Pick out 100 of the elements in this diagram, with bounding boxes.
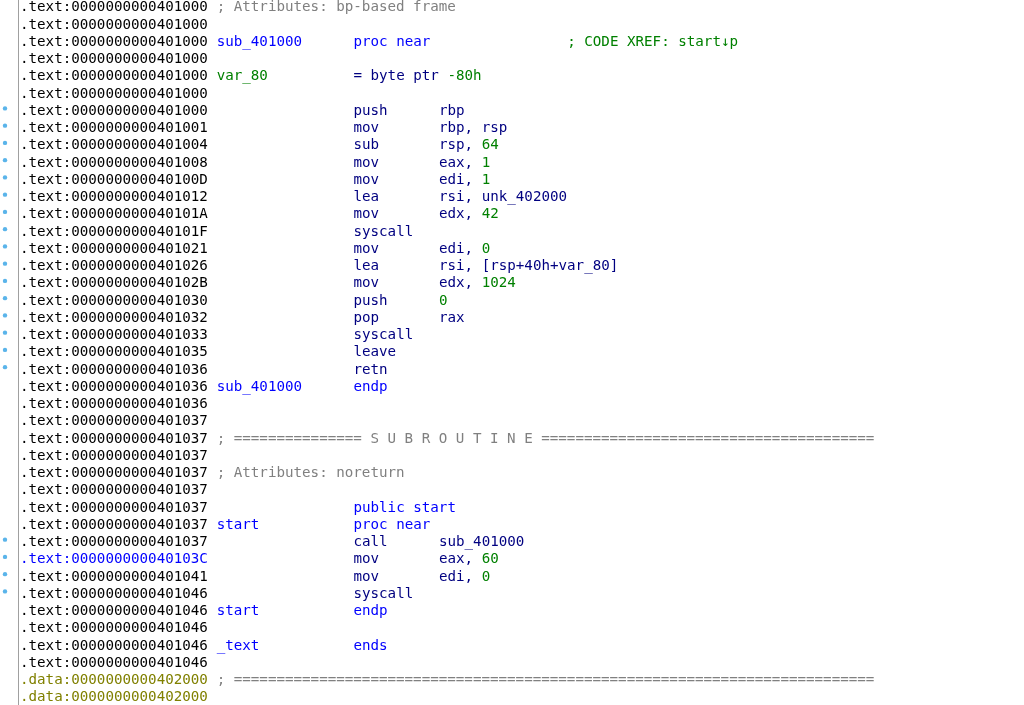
line-address: .text:0000000000401037 (20, 464, 208, 481)
comment: ; =============== S U B R O U T I N E ======================================= (216, 429, 875, 446)
line-address: .text:0000000000401008 (20, 153, 208, 170)
line-address: .text:0000000000401037 (20, 481, 208, 498)
mnemonic: retn (353, 360, 388, 377)
variable-name: var_80 (216, 67, 268, 84)
line-address: .text:0000000000401046 (20, 584, 208, 601)
number-operand: 42 (481, 205, 499, 222)
line-address: .text:0000000000401046 (20, 619, 208, 636)
line-address: .text:0000000000401000 (20, 50, 208, 67)
mnemonic: sub (353, 136, 380, 153)
mnemonic: push (353, 101, 388, 118)
number-operand: -80h (447, 67, 482, 84)
line-address: .text:0000000000401037 (20, 498, 208, 515)
operand: edi, (438, 567, 474, 584)
line-address: .text:000000000040100D (20, 170, 208, 187)
mnemonic: mov (353, 550, 380, 567)
line-address: .text:0000000000401037 (20, 515, 208, 532)
mnemonic: syscall (353, 326, 414, 343)
operand: edx, (438, 274, 474, 291)
line-address: .text:0000000000401001 (20, 119, 208, 136)
line-address: .text:0000000000401026 (20, 257, 208, 274)
mnemonic: mov (353, 153, 380, 170)
mnemonic: mov (353, 205, 380, 222)
number-operand: 0 (481, 239, 491, 256)
line-address: .text:0000000000401036 (20, 377, 208, 394)
number-operand: 60 (481, 550, 499, 567)
operand: rsi, [rsp+40h+var_80] (438, 257, 619, 274)
mnemonic: lea (353, 188, 380, 205)
directive: endp (353, 602, 388, 619)
mnemonic: mov (353, 170, 380, 187)
comment: ; Attributes: noreturn (216, 464, 405, 481)
line-address: .text:0000000000401041 (20, 567, 208, 584)
line-address: .text:0000000000401000 (20, 0, 208, 15)
number-operand: 1024 (481, 274, 516, 291)
symbol-name: start (216, 602, 260, 619)
mnemonic: pop (353, 308, 380, 325)
line-address: .text:0000000000401046 (20, 602, 208, 619)
number-operand: 0 (481, 567, 491, 584)
operand: rsp, (438, 136, 474, 153)
mnemonic: lea (353, 257, 380, 274)
operand: edi, (438, 239, 474, 256)
line-address: .text:0000000000401012 (20, 188, 208, 205)
symbol-name: _text (216, 636, 260, 653)
line-address: .text:000000000040101F (20, 222, 208, 239)
mnemonic: mov (353, 567, 380, 584)
directive: ends (353, 636, 388, 653)
line-address: .text:0000000000401036 (20, 395, 208, 412)
operand: rax (438, 308, 465, 325)
directive: public start (353, 498, 456, 515)
operand: rbp, rsp (438, 119, 508, 136)
line-address: .text:0000000000401037 (20, 446, 208, 463)
mnemonic: syscall (353, 222, 414, 239)
line-address: .text:0000000000401035 (20, 343, 208, 360)
symbol-name: sub_401000 (216, 32, 303, 49)
line-address: .text:0000000000401032 (20, 308, 208, 325)
number-operand: 64 (481, 136, 499, 153)
operand: eax, (438, 550, 474, 567)
line-address: .text:0000000000401000 (20, 32, 208, 49)
symbol-name: start (216, 515, 260, 532)
directive: proc near (353, 32, 431, 49)
line-address: .text:0000000000401037 (20, 412, 208, 429)
number-operand: 0 (438, 291, 448, 308)
line-address: .text:0000000000401033 (20, 326, 208, 343)
symbol-name: sub_401000 (216, 377, 303, 394)
operand: edx, (438, 205, 474, 222)
directive: endp (353, 377, 388, 394)
comment: ; =========================================================================== (216, 671, 875, 688)
xref-comment: ; CODE XREF: start↓p (567, 32, 739, 49)
directive: proc near (353, 515, 431, 532)
operand: eax, (438, 153, 474, 170)
line-address: .text:0000000000401037 (20, 533, 208, 550)
line-address: .text:0000000000401000 (20, 84, 208, 101)
operand: edi, (438, 170, 474, 187)
mnemonic: mov (353, 119, 380, 136)
line-address: .text:0000000000401000 (20, 101, 208, 118)
mnemonic: leave (353, 343, 397, 360)
line-address: .text:0000000000401036 (20, 360, 208, 377)
mnemonic: mov (353, 239, 380, 256)
comment: ; Attributes: bp-based frame (216, 0, 456, 15)
operand: rbp (438, 101, 465, 118)
line-address: .text:0000000000401046 (20, 636, 208, 653)
line-address: .text:0000000000401000 (20, 67, 208, 84)
line-address: .text:0000000000401004 (20, 136, 208, 153)
mnemonic: syscall (353, 584, 414, 601)
line-address: .text:0000000000401000 (20, 15, 208, 32)
operand: rsi, unk_402000 (438, 188, 568, 205)
line-address: .text:0000000000401030 (20, 291, 208, 308)
line-address: .text:000000000040102B (20, 274, 208, 291)
line-address: .data:0000000000402000 (20, 671, 208, 688)
mnemonic: = byte ptr (353, 67, 439, 84)
mnemonic: push (353, 291, 388, 308)
line-address: .text:0000000000401037 (20, 429, 208, 446)
number-operand: 1 (481, 170, 491, 187)
operand: sub_401000 (438, 533, 525, 550)
line-address: .text:000000000040103C (20, 550, 208, 567)
line-address: .text:0000000000401046 (20, 653, 208, 670)
line-address: .data:0000000000402000 (20, 688, 208, 705)
line-address: .text:000000000040101A (20, 205, 208, 222)
number-operand: 1 (481, 153, 491, 170)
